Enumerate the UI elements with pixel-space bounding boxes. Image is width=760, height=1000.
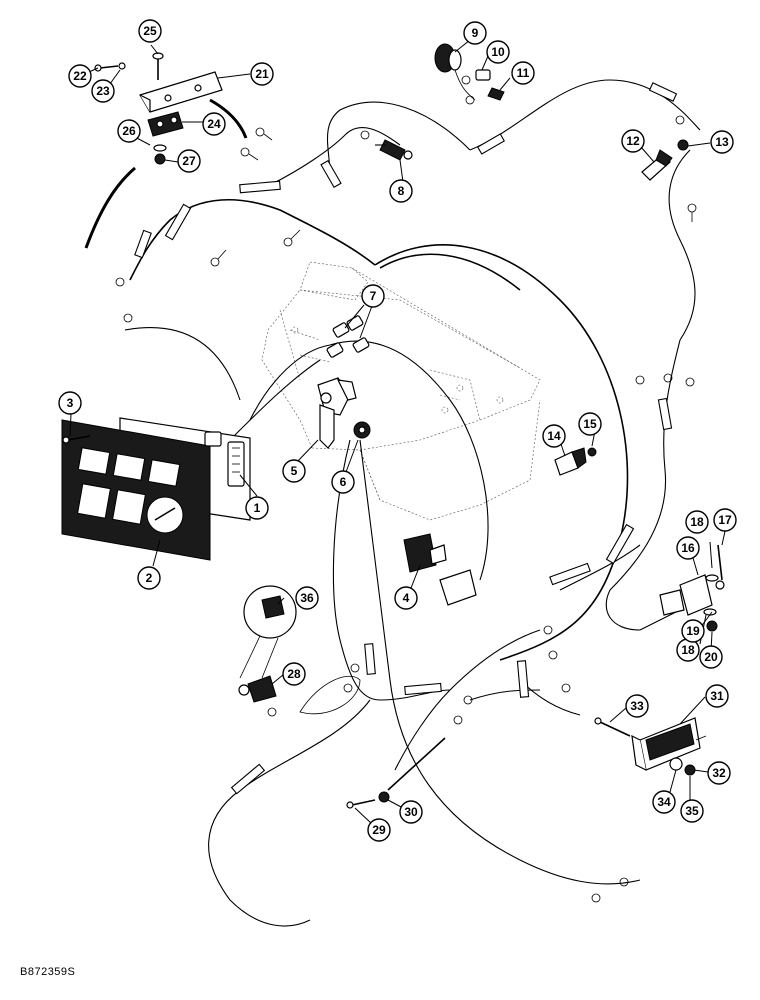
svg-text:25: 25 (143, 24, 157, 38)
callout-5: 5 (282, 459, 306, 483)
svg-text:6: 6 (340, 475, 347, 489)
svg-text:11: 11 (517, 66, 530, 80)
svg-text:4: 4 (403, 591, 410, 605)
ring-terminals (115, 75, 697, 903)
instrument-cluster (61, 417, 251, 561)
svg-text:27: 27 (182, 154, 196, 168)
callout-14: 14 (542, 424, 566, 448)
callout-12: 12 (621, 129, 645, 153)
callout-21: 21 (250, 62, 274, 86)
svg-text:26: 26 (122, 124, 136, 138)
svg-text:10: 10 (491, 45, 505, 59)
mounting-bracket (94, 52, 223, 113)
svg-text:19: 19 (686, 624, 700, 638)
svg-text:33: 33 (630, 699, 644, 713)
callout-25: 25 (138, 19, 162, 43)
main-harness (124, 79, 701, 927)
callout-23: 23 (91, 79, 115, 103)
svg-text:8: 8 (398, 184, 405, 198)
svg-text:28: 28 (287, 667, 301, 681)
pressure-sender-8 (375, 139, 413, 161)
svg-text:18: 18 (690, 515, 704, 529)
callout-32: 32 (707, 761, 731, 785)
console-housing (261, 261, 541, 521)
switch-4 (403, 533, 477, 606)
callout-16: 16 (676, 536, 700, 560)
temperature-sender-12 (641, 139, 689, 181)
svg-text:20: 20 (704, 650, 718, 664)
callout-26: 26 (117, 119, 141, 143)
callout-33: 33 (625, 694, 649, 718)
callout-19: 19 (681, 619, 705, 643)
svg-text:2: 2 (146, 571, 153, 585)
svg-text:1: 1 (254, 501, 261, 515)
callout-17: 17 (713, 508, 737, 532)
callout-29: 29 (367, 818, 391, 842)
svg-text:36: 36 (300, 591, 314, 605)
light-switch (353, 421, 371, 439)
callout-18a: 18 (685, 510, 709, 534)
svg-text:21: 21 (255, 67, 269, 81)
drawing-code: B872359S (20, 966, 76, 978)
callout-27: 27 (177, 149, 201, 173)
svg-text:18: 18 (681, 643, 695, 657)
svg-text:3: 3 (67, 396, 74, 410)
callout-20: 20 (699, 645, 723, 669)
svg-text:23: 23 (96, 84, 110, 98)
callout-6: 6 (331, 470, 355, 494)
callout-22: 22 (68, 64, 92, 88)
resistor-31 (594, 717, 707, 776)
svg-text:12: 12 (626, 134, 640, 148)
callout-15: 15 (578, 412, 602, 436)
callout-7: 7 (361, 284, 385, 308)
svg-text:9: 9 (472, 26, 479, 40)
callout-8: 8 (389, 179, 413, 203)
callout-10: 10 (486, 40, 510, 64)
svg-text:34: 34 (657, 795, 671, 809)
callout-13: 13 (710, 130, 734, 154)
switch-24 (147, 111, 184, 165)
svg-text:22: 22 (73, 69, 87, 83)
callout-30: 30 (399, 800, 423, 824)
key-switch (317, 377, 357, 449)
svg-text:7: 7 (370, 289, 377, 303)
cluster-connector (204, 431, 245, 487)
harness-sleeves (134, 82, 678, 795)
callout-34: 34 (652, 790, 676, 814)
callout-28: 28 (282, 662, 306, 686)
callout-11: 11 (511, 61, 535, 85)
callout-1: 1 (245, 496, 269, 520)
indicator-lamps (326, 315, 370, 358)
svg-text:15: 15 (583, 417, 597, 431)
relay-16 (659, 544, 725, 632)
svg-text:14: 14 (547, 429, 561, 443)
svg-text:31: 31 (710, 689, 724, 703)
svg-text:16: 16 (681, 541, 695, 555)
harness-arc-left (84, 166, 136, 249)
svg-text:29: 29 (372, 823, 386, 837)
callout-2: 2 (137, 566, 161, 590)
svg-text:32: 32 (712, 766, 726, 780)
svg-text:35: 35 (685, 804, 699, 818)
ground-screw (346, 737, 446, 809)
callout-24: 24 (202, 112, 226, 136)
switch-14 (554, 447, 597, 476)
callout-3: 3 (58, 391, 82, 415)
callout-31: 31 (705, 684, 729, 708)
svg-text:24: 24 (207, 117, 221, 131)
leader-lines (69, 39, 728, 825)
callout-36: 36 (295, 586, 319, 610)
callout-35: 35 (680, 799, 704, 823)
mounting-screw (62, 435, 91, 444)
svg-text:17: 17 (718, 513, 732, 527)
svg-text:30: 30 (404, 805, 418, 819)
callout-18b: 18 (676, 638, 700, 662)
harness-arc-top (209, 98, 248, 139)
svg-text:13: 13 (715, 135, 729, 149)
callout-4: 4 (394, 586, 418, 610)
callout-9: 9 (463, 21, 487, 45)
svg-text:5: 5 (291, 464, 298, 478)
buzzer-assembly (434, 43, 505, 101)
